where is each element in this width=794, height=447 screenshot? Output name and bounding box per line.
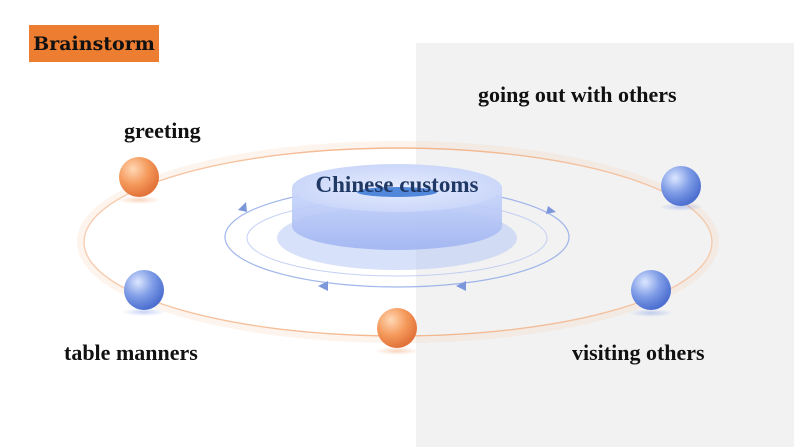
topic-table-manners-label: table manners	[64, 340, 198, 365]
topic-visiting-label: visiting others	[572, 340, 705, 365]
central-disk-highlight	[357, 187, 437, 197]
node-greeting	[119, 157, 159, 197]
ring-arrow	[456, 281, 466, 291]
center-topic-label: Chinese customs	[315, 172, 479, 197]
ring-arrow	[238, 202, 247, 212]
ring-arrow	[546, 206, 556, 214]
brainstorm-badge: Brainstorm	[29, 25, 159, 62]
topic-greeting-label: greeting	[124, 118, 201, 143]
ring-arrow	[318, 281, 328, 291]
node-table-manners	[124, 270, 164, 310]
node-visiting	[631, 270, 671, 310]
node-bottom	[377, 308, 417, 348]
node-going-out	[661, 166, 701, 206]
topic-going-out-label: going out with others	[478, 82, 677, 107]
